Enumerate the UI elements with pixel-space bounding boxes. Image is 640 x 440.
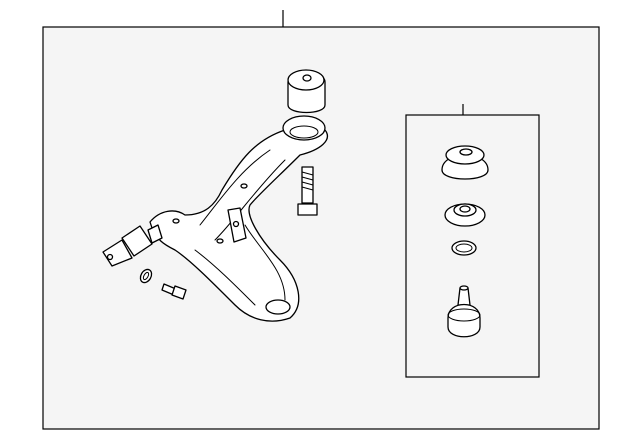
snap-ring[interactable] <box>451 240 477 256</box>
ball-joint[interactable] <box>447 285 481 338</box>
small-bolt[interactable] <box>161 283 187 300</box>
control-arm[interactable] <box>102 115 328 322</box>
bolt[interactable] <box>297 166 318 216</box>
seal[interactable] <box>444 203 486 227</box>
bushing[interactable] <box>287 69 326 114</box>
dust-boot[interactable] <box>441 145 489 180</box>
washer[interactable] <box>138 267 154 284</box>
